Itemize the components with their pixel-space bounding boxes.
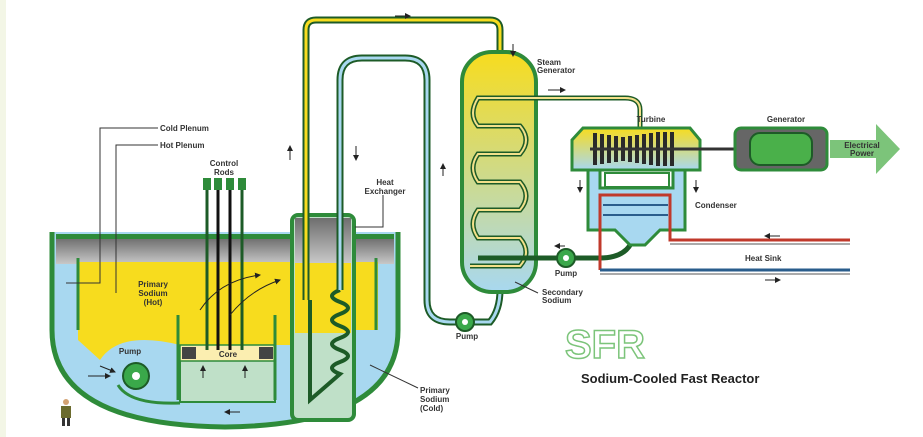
label-heat-exchanger-1: Heat [376,178,394,187]
label-core: Core [219,350,238,359]
leader-lines [66,127,539,389]
heat-exchanger [290,213,356,422]
label-electrical-power-2: Power [850,149,874,158]
label-primary-cold-2: Sodium [420,395,449,404]
primary-pump [116,362,181,405]
label-primary-pump: Pump [119,347,141,356]
label-cold-plenum: Cold Plenum [160,124,209,133]
label-electrical-power-1: Electrical [844,141,880,150]
turbine [570,126,738,172]
label-primary-cold-3: (Cold) [420,404,443,413]
label-feed-pump: Pump [555,269,577,278]
condenser [586,168,850,275]
generator [733,126,829,172]
label-condenser: Condenser [695,201,737,210]
label-primary-hot-2: Sodium [138,289,167,298]
intermediate-pump [455,312,475,332]
label-secondary-sodium-1: Secondary [542,288,583,297]
label-turbine: Turbine [637,115,666,124]
electrical-power-arrow [830,124,900,174]
control-rods [203,178,246,350]
label-primary-hot-1: Primary [138,280,168,289]
label-secondary-sodium-2: Sodium [542,296,571,305]
sfr-logo: SFR [565,323,645,367]
label-heat-exchanger-2: Exchanger [365,187,406,196]
label-control-rods-2: Rods [214,168,235,177]
label-heat-sink: Heat Sink [745,254,782,263]
core-assembly [176,315,277,403]
steam-generator [460,50,643,294]
label-steam-generator-1: Steam [537,58,561,67]
label-steam-generator-2: Generator [537,66,575,75]
person-scale-icon [61,399,71,426]
heat-sink-hot-line [598,193,850,270]
label-primary-hot-3: (Hot) [144,298,163,307]
diagram-subtitle: Sodium-Cooled Fast Reactor [581,371,759,386]
feed-pump [556,248,576,268]
label-hot-plenum: Hot Plenum [160,141,204,150]
label-primary-cold-1: Primary [420,386,450,395]
left-border [0,0,6,437]
label-control-rods-1: Control [210,159,238,168]
label-generator: Generator [767,115,805,124]
flow-arrows [88,13,781,415]
label-intermediate-pump: Pump [456,332,478,341]
